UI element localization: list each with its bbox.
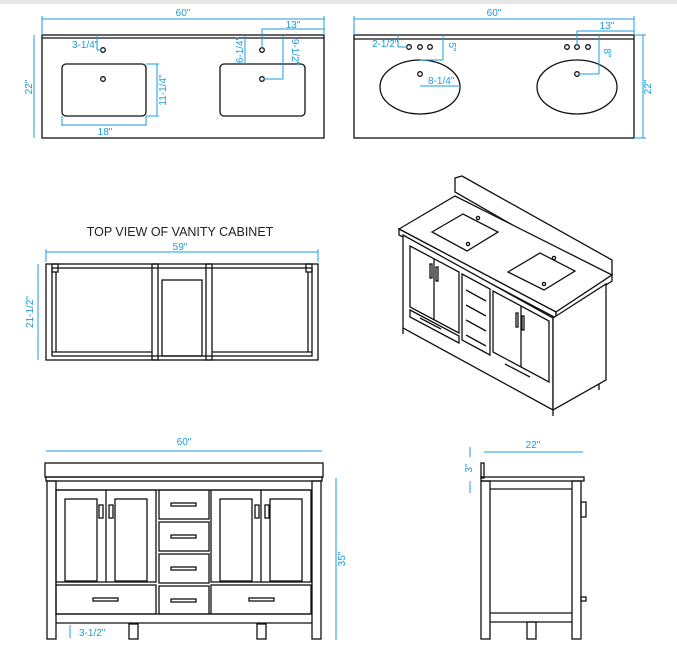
faucet-offset-label: 2-1/2" <box>372 39 399 50</box>
depth-label: 22" <box>526 440 541 451</box>
front-elevation: 60" 35" 3-1/2" <box>44 437 348 640</box>
countertop-oval-sinks-view: 60" 22" 2-1/2" 5" 8-1/4" 13" 8" <box>353 8 654 139</box>
width-label: 60" <box>176 8 191 19</box>
toe-kick-label: 3-1/2" <box>79 628 106 639</box>
sink-radius-label: 8-1/4" <box>428 76 455 87</box>
sink-depth-label: 11-1/4" <box>158 74 169 106</box>
faucet-offset-label: 3-1/4" <box>72 40 99 51</box>
countertop-rect-sinks-view: 60" 22" 3-1/4" 11-1/4" 18" 13" 6-1/4" 9-… <box>24 8 325 139</box>
faucet-to-sink-label: 5" <box>446 42 457 52</box>
center-offset-label: 13" <box>600 21 615 32</box>
center-drawers-3d <box>461 272 491 357</box>
vanity-perspective <box>397 175 614 416</box>
right-doors-3d <box>492 289 550 384</box>
left-doors-3d <box>409 244 460 335</box>
depth-label: 22" <box>24 79 35 94</box>
faucet-to-drain-label: 8" <box>601 48 612 58</box>
depth-label: 22" <box>643 79 654 94</box>
center-offset-label: 13" <box>286 20 301 31</box>
width-label: 60" <box>487 8 502 19</box>
left-sink <box>61 63 147 117</box>
left-sink-3d <box>430 213 500 252</box>
height-label: 35" <box>337 551 348 566</box>
backsplash-label: 3" <box>464 463 475 473</box>
width-label: 60" <box>177 437 192 448</box>
sink-width-label: 18" <box>98 127 113 138</box>
left-oval-sink <box>379 59 461 115</box>
cabinet-top-title: TOP VIEW OF VANITY CABINET <box>87 225 274 239</box>
width-label: 59" <box>173 242 188 253</box>
cabinet-side <box>552 282 607 412</box>
cabinet-top-view: TOP VIEW OF VANITY CABINET 59" 21-1/2" <box>25 225 319 361</box>
right-oval-sink <box>536 59 618 115</box>
top-bar <box>0 0 677 4</box>
faucet-to-drain-label: 9-1/2" <box>289 39 300 66</box>
right-sink-3d <box>506 252 577 291</box>
depth-label: 21-1/2" <box>25 296 36 328</box>
countertop-front <box>44 462 324 478</box>
side-elevation: 22" 3" <box>464 440 587 640</box>
faucet-to-sink-label: 6-1/4" <box>235 36 246 63</box>
right-sink <box>219 63 306 117</box>
